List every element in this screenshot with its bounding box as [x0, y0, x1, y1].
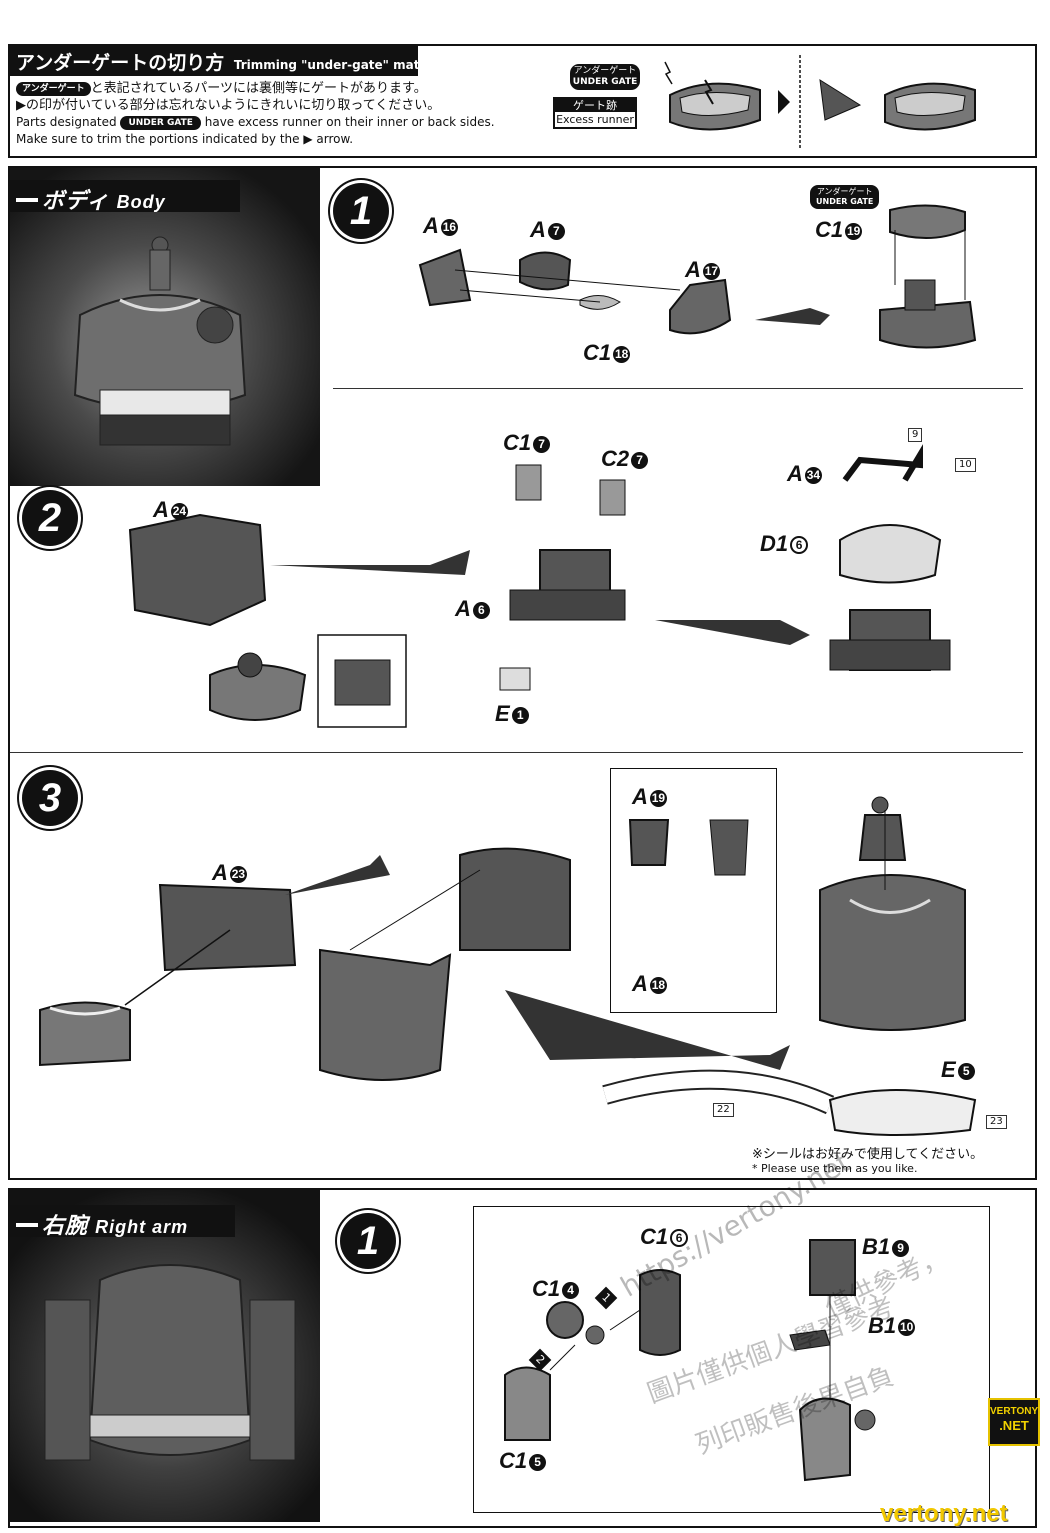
under-gate-legend-badge: アンダーゲート UNDER GATE: [570, 64, 640, 90]
sticker-22: 22: [713, 1103, 734, 1117]
instruction-line-3: Parts designated UNDER GATE have excess …: [16, 115, 495, 130]
sticker-10: 10: [955, 458, 976, 472]
sticker-note: ※シールはお好みで使用してください。 * Please use them as …: [752, 1147, 984, 1175]
divider: [10, 752, 1023, 753]
sticker-9: 9: [908, 428, 923, 442]
step-3-diagram: [39, 796, 977, 1136]
arrow-icon: [505, 990, 790, 1070]
sticker-23: 23: [986, 1115, 1007, 1129]
lightning-icon: [664, 61, 673, 85]
arrow-icon: [285, 855, 390, 895]
arm-diagram-frame: [473, 1206, 990, 1513]
under-gate-badge-en: UNDER GATE: [120, 116, 201, 130]
under-gate-badge-step1: アンダーゲート UNDER GATE: [810, 185, 880, 209]
title-en: Trimming "under-gate" material: [233, 58, 450, 72]
gate-diagram-illustration: [664, 55, 976, 148]
title-jp: アンダーゲートの切り方: [16, 52, 225, 74]
instructions: アンダーゲートと表記されているパーツには裏側等にゲートがあります。 ▶の印が付い…: [16, 80, 546, 148]
trimmed-part: [884, 82, 976, 131]
right-arm-title: 右腕 Right arm: [12, 1208, 188, 1240]
nipper-icon: [819, 79, 862, 121]
arrow-icon: [755, 308, 830, 325]
watermark-bottom: vertony.net: [880, 1500, 1008, 1527]
instruction-line-1: アンダーゲートと表記されているパーツには裏側等にゲートがあります。: [16, 80, 546, 97]
divider: [333, 388, 1023, 389]
torso-illustration: [73, 236, 247, 446]
arrow-icon: [270, 550, 470, 575]
step-3-badge: 3: [22, 770, 78, 826]
excess-runner-legend: ゲート跡 Excess runner: [553, 97, 637, 129]
step-1-arm-badge: 1: [340, 1213, 396, 1269]
step-2-badge: 2: [22, 490, 78, 546]
watermark-logo: VERTONY .NET: [988, 1398, 1040, 1446]
step-2-diagram: [128, 444, 951, 728]
triangle-arrow-icon: ▶: [16, 98, 26, 113]
arrow-icon: [778, 90, 790, 114]
page-title: アンダーゲートの切り方 Trimming "under-gate" materi…: [16, 48, 450, 75]
under-gate-badge-jp: アンダーゲート: [16, 82, 91, 96]
arrow-icon: [655, 620, 810, 645]
body-title-bar: [10, 180, 240, 212]
triangle-arrow-icon: ▶: [303, 132, 313, 146]
figure-illustration: [44, 1264, 296, 1461]
instruction-line-4: Make sure to trim the portions indicated…: [16, 132, 354, 146]
lightning-icon: [704, 79, 714, 105]
arm-step-diagram: [504, 1239, 876, 1482]
under-gate-title-bar: [8, 44, 418, 76]
part-with-gate: [669, 82, 761, 131]
detail-inset: [610, 768, 777, 1013]
step-1-badge: 1: [333, 183, 389, 239]
step-1-diagram: [418, 204, 977, 349]
instruction-line-2: ▶の印が付いている部分は忘れないようにきれいに切り取ってください。: [16, 98, 441, 113]
body-title: ボディ Body: [12, 183, 166, 215]
right-arm-title-bar: [10, 1205, 235, 1237]
